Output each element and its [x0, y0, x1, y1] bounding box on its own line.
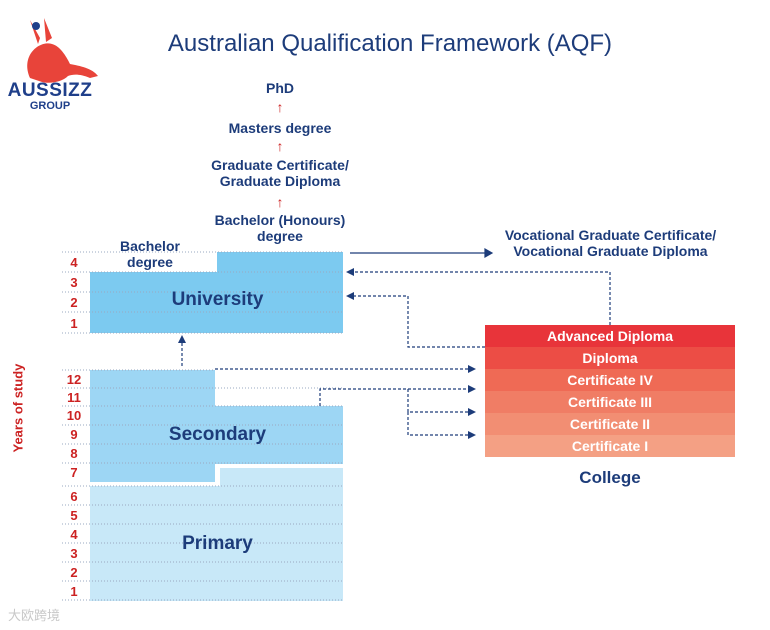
logo-name: AUSSIZZ — [7, 80, 93, 101]
bachelor-line1: Bachelor — [120, 238, 180, 254]
honours-line2: degree — [257, 228, 303, 244]
grad-cert-label: Graduate Certificate/ Graduate Diploma — [190, 157, 370, 189]
masters-label: Masters degree — [228, 120, 332, 136]
university-year: 1 — [70, 316, 78, 331]
primary-year: 6 — [70, 489, 78, 504]
college-level-row: Advanced Diploma — [485, 325, 735, 348]
college-label: College — [579, 468, 641, 487]
watermark: 大欧跨境 — [8, 609, 61, 624]
secondary-to-college-lines — [215, 368, 470, 436]
primary-year: 2 — [70, 565, 78, 580]
vocational-line2: Vocational Graduate Diploma — [513, 243, 708, 259]
secondary-year: 10 — [66, 408, 82, 423]
secondary-year7 — [90, 462, 215, 482]
row-dividers — [62, 251, 343, 601]
bachelor-line2: degree — [127, 254, 173, 270]
secondary-upper — [90, 370, 215, 408]
university-year: 4 — [70, 255, 78, 270]
primary-top-right — [220, 468, 343, 488]
university-year4-left — [62, 252, 217, 272]
secondary-year: 9 — [70, 427, 78, 442]
vocational-arrow — [350, 247, 494, 259]
university-arrowheads — [346, 268, 354, 300]
bachelor-label: Bachelor degree — [100, 238, 200, 270]
grad-cert-line1: Graduate Certificate/ — [211, 157, 349, 173]
page-title: Australian Qualification Framework (AQF) — [167, 30, 613, 57]
primary-block — [90, 486, 343, 601]
vocational-label: Vocational Graduate Certificate/ Vocatio… — [488, 227, 733, 259]
honours-label: Bachelor (Honours) degree — [190, 212, 370, 244]
y-axis-label: Years of study — [10, 363, 26, 453]
primary-year: 3 — [70, 546, 78, 561]
vocational-line1: Vocational Graduate Certificate/ — [504, 227, 717, 243]
college-to-university-lines — [352, 271, 611, 348]
secondary-year: 8 — [70, 446, 78, 461]
university-year: 2 — [70, 295, 78, 310]
primary-label: Primary — [182, 533, 253, 554]
phd-label: PhD — [266, 80, 294, 96]
secondary-year: 11 — [67, 390, 81, 405]
arrow-up-icon: ↑ — [276, 138, 284, 154]
college-level-row: Certificate II — [485, 413, 735, 436]
secondary-year: 12 — [66, 372, 82, 387]
secondary-label: Secondary — [168, 424, 267, 445]
kangaroo-logo-icon — [27, 18, 99, 83]
primary-year: 5 — [70, 508, 78, 523]
college-level-row: Certificate IV — [485, 369, 735, 392]
logo-subtitle: GROUP — [29, 100, 71, 112]
university-label: University — [171, 289, 264, 310]
honours-line1: Bachelor (Honours) — [214, 212, 346, 228]
college-level-row: Certificate I — [485, 435, 735, 457]
college-level-row: Certificate III — [485, 391, 735, 414]
secondary-year: 7 — [70, 465, 78, 480]
college-arrowheads — [468, 365, 476, 439]
university-year4-right — [217, 252, 343, 272]
grad-cert-line2: Graduate Diploma — [219, 173, 341, 189]
university-year: 3 — [70, 275, 78, 290]
primary-year: 1 — [70, 584, 78, 599]
secondary-middle — [90, 406, 343, 464]
primary-year: 4 — [70, 527, 78, 542]
arrow-up-icon: ↑ — [276, 99, 284, 115]
arrow-up-icon: ↑ — [276, 194, 284, 210]
university-block — [90, 272, 343, 333]
college-level-row: Diploma — [485, 347, 735, 370]
